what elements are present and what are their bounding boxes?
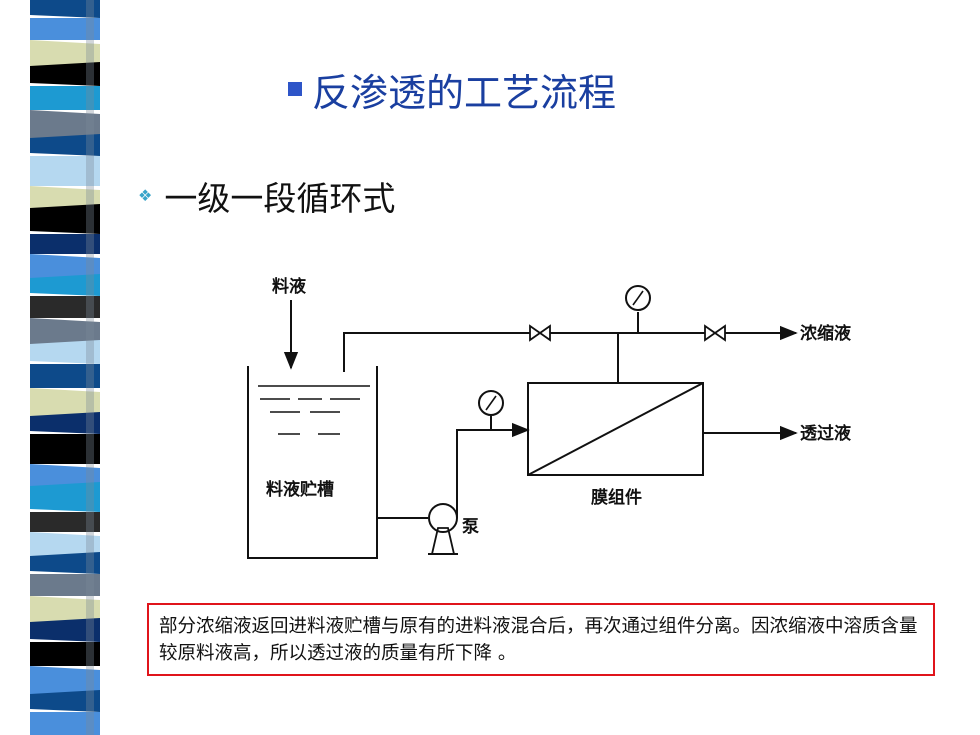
stripe-band <box>30 482 100 512</box>
valve-recycle <box>529 324 551 342</box>
slide-title: 反渗透的工艺流程 <box>288 62 616 117</box>
explanation-text: 部分浓缩液返回进料液贮槽与原有的进料液混合后，再次通过组件分离。因浓缩液中溶质含… <box>159 616 918 664</box>
stripe-band <box>30 234 100 254</box>
storage-tank <box>247 366 378 559</box>
square-bullet-icon <box>288 81 302 96</box>
stripe-band <box>30 532 100 559</box>
stripe-band <box>30 364 100 388</box>
stripe-band <box>30 642 100 666</box>
stripe-band <box>30 40 100 69</box>
stripe-band <box>30 464 100 489</box>
stripe-band <box>30 574 100 596</box>
title-text: 反渗透的工艺流程 <box>312 71 617 115</box>
label-permeate: 透过液 <box>800 423 851 444</box>
label-tank: 料液贮槽 <box>266 479 334 500</box>
stripe-band <box>30 434 100 464</box>
liquid-surface <box>258 385 370 435</box>
explanation-box: 部分浓缩液返回进料液贮槽与原有的进料液混合后，再次通过组件分离。因浓缩液中溶质含… <box>147 603 935 676</box>
stripe-band <box>30 712 100 735</box>
stripe-band <box>30 86 100 110</box>
stripe-band <box>30 666 100 697</box>
stripe-band <box>30 134 100 156</box>
stripe-band <box>30 156 100 186</box>
decorative-stripe <box>0 0 120 735</box>
label-module: 膜组件 <box>591 487 642 508</box>
membrane-module <box>527 382 704 476</box>
stripe-band <box>30 62 100 86</box>
stripe-band <box>30 596 100 625</box>
bullet-text: 一级一段循环式 <box>164 179 396 218</box>
stripe-band <box>30 552 100 574</box>
stripe-band <box>30 412 100 434</box>
label-feed: 料液 <box>272 276 306 297</box>
stripe-band <box>30 0 100 18</box>
label-pump: 泵 <box>462 517 479 537</box>
bullet-point: ❖ 一级一段循环式 <box>138 172 395 220</box>
stripe-band <box>30 512 100 532</box>
stripe-band <box>30 340 100 364</box>
stripe-band <box>30 690 100 712</box>
recycle-line <box>343 332 530 372</box>
pressure-gauge-top-icon <box>625 285 651 311</box>
process-diagram: 料液 料液贮槽 泵 膜组件 浓缩液 透过液 <box>247 276 851 559</box>
valve-concentrate <box>704 324 726 342</box>
stripe-band <box>30 618 100 642</box>
membrane-diagonal <box>527 382 704 476</box>
stripe-band <box>30 110 100 141</box>
stripe-band <box>30 388 100 419</box>
stripe-band <box>30 204 100 234</box>
stripe-band <box>30 254 100 281</box>
stripe-band <box>30 274 100 296</box>
stripe-band <box>30 186 100 211</box>
stripe-band <box>30 18 100 40</box>
label-concentrate: 浓缩液 <box>800 323 851 344</box>
stripe-band <box>30 318 100 347</box>
stripe-band <box>30 296 100 318</box>
diamond-bullet-icon: ❖ <box>138 186 153 205</box>
pressure-gauge-mid-icon <box>478 390 504 416</box>
pump-to-module-line <box>456 429 510 518</box>
